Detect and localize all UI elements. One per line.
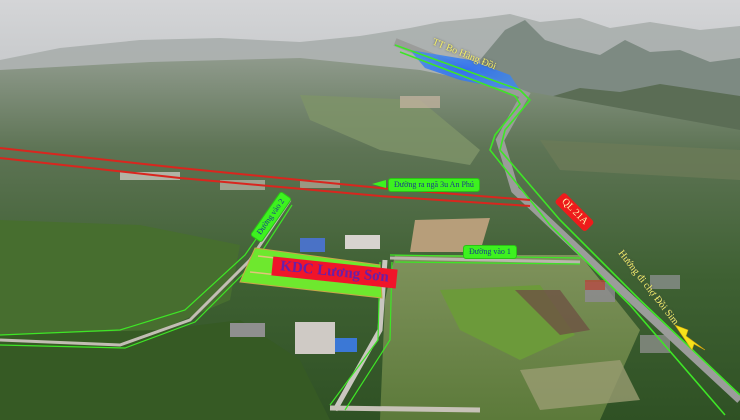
road-to-an-phu-label: Đường ra ngã 3u An Phú bbox=[388, 178, 480, 192]
access-road-1-label: Đường vào 1 bbox=[463, 245, 517, 259]
